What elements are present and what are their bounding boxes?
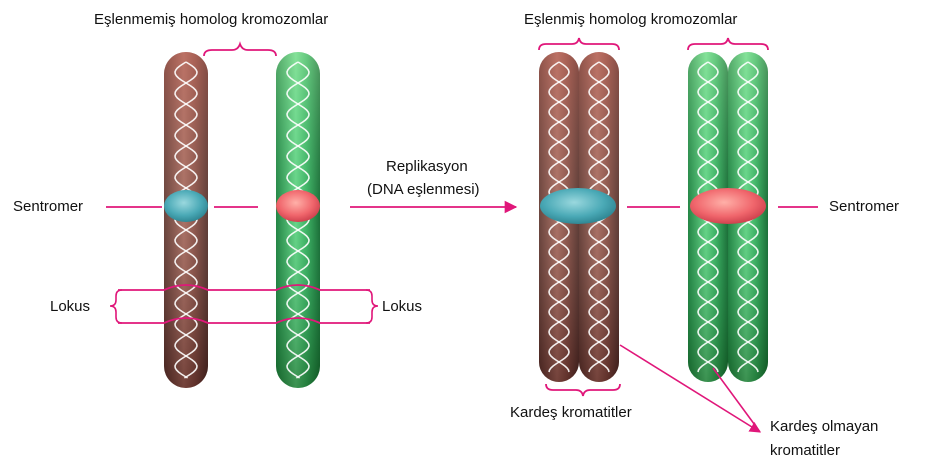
helix-green-unpaired-strand-2 (286, 61, 310, 379)
helix-green-unpaired-strand-1 (286, 61, 310, 379)
replication-label-line2: (DNA eşlenmesi) (367, 181, 480, 198)
locus-band (118, 284, 370, 324)
helix-brown-unpaired-strand-2 (174, 61, 198, 379)
nonsister-arrow-1 (619, 344, 761, 433)
helix-brown-unpaired-strand-1 (174, 61, 198, 379)
locus-label-right: Lokus (382, 298, 423, 315)
unpaired-title: Eşlenmemiş homolog kromozomlar (94, 11, 329, 28)
centromere-label-right: Sentromer (829, 198, 900, 215)
brace-sister-chromatids (545, 383, 621, 397)
centromere-label-left: Sentromer (13, 198, 84, 215)
paired-title: Eşlenmiş homolog kromozomlar (524, 11, 738, 28)
centromere-teal (164, 190, 208, 222)
replication-label-line1: Replikasyon (386, 158, 468, 175)
locus-brace-right (365, 289, 379, 324)
brace-paired-brown (538, 37, 620, 51)
brace-paired-green (687, 37, 769, 51)
nonsister-arrow-2 (712, 367, 761, 433)
centromere-red (276, 190, 320, 222)
locus-label-left: Lokus (50, 298, 91, 315)
centromere-teal-paired (540, 188, 616, 224)
centromere-red-paired (690, 188, 766, 224)
locus-brace-left (109, 289, 123, 324)
sister-chromatids-label: Kardeş kromatitler (510, 404, 632, 421)
brace-unpaired-top (203, 41, 277, 57)
nonsister-label-line1: Kardeş olmayan (770, 418, 879, 435)
nonsister-label-line2: kromatitler (770, 442, 841, 459)
